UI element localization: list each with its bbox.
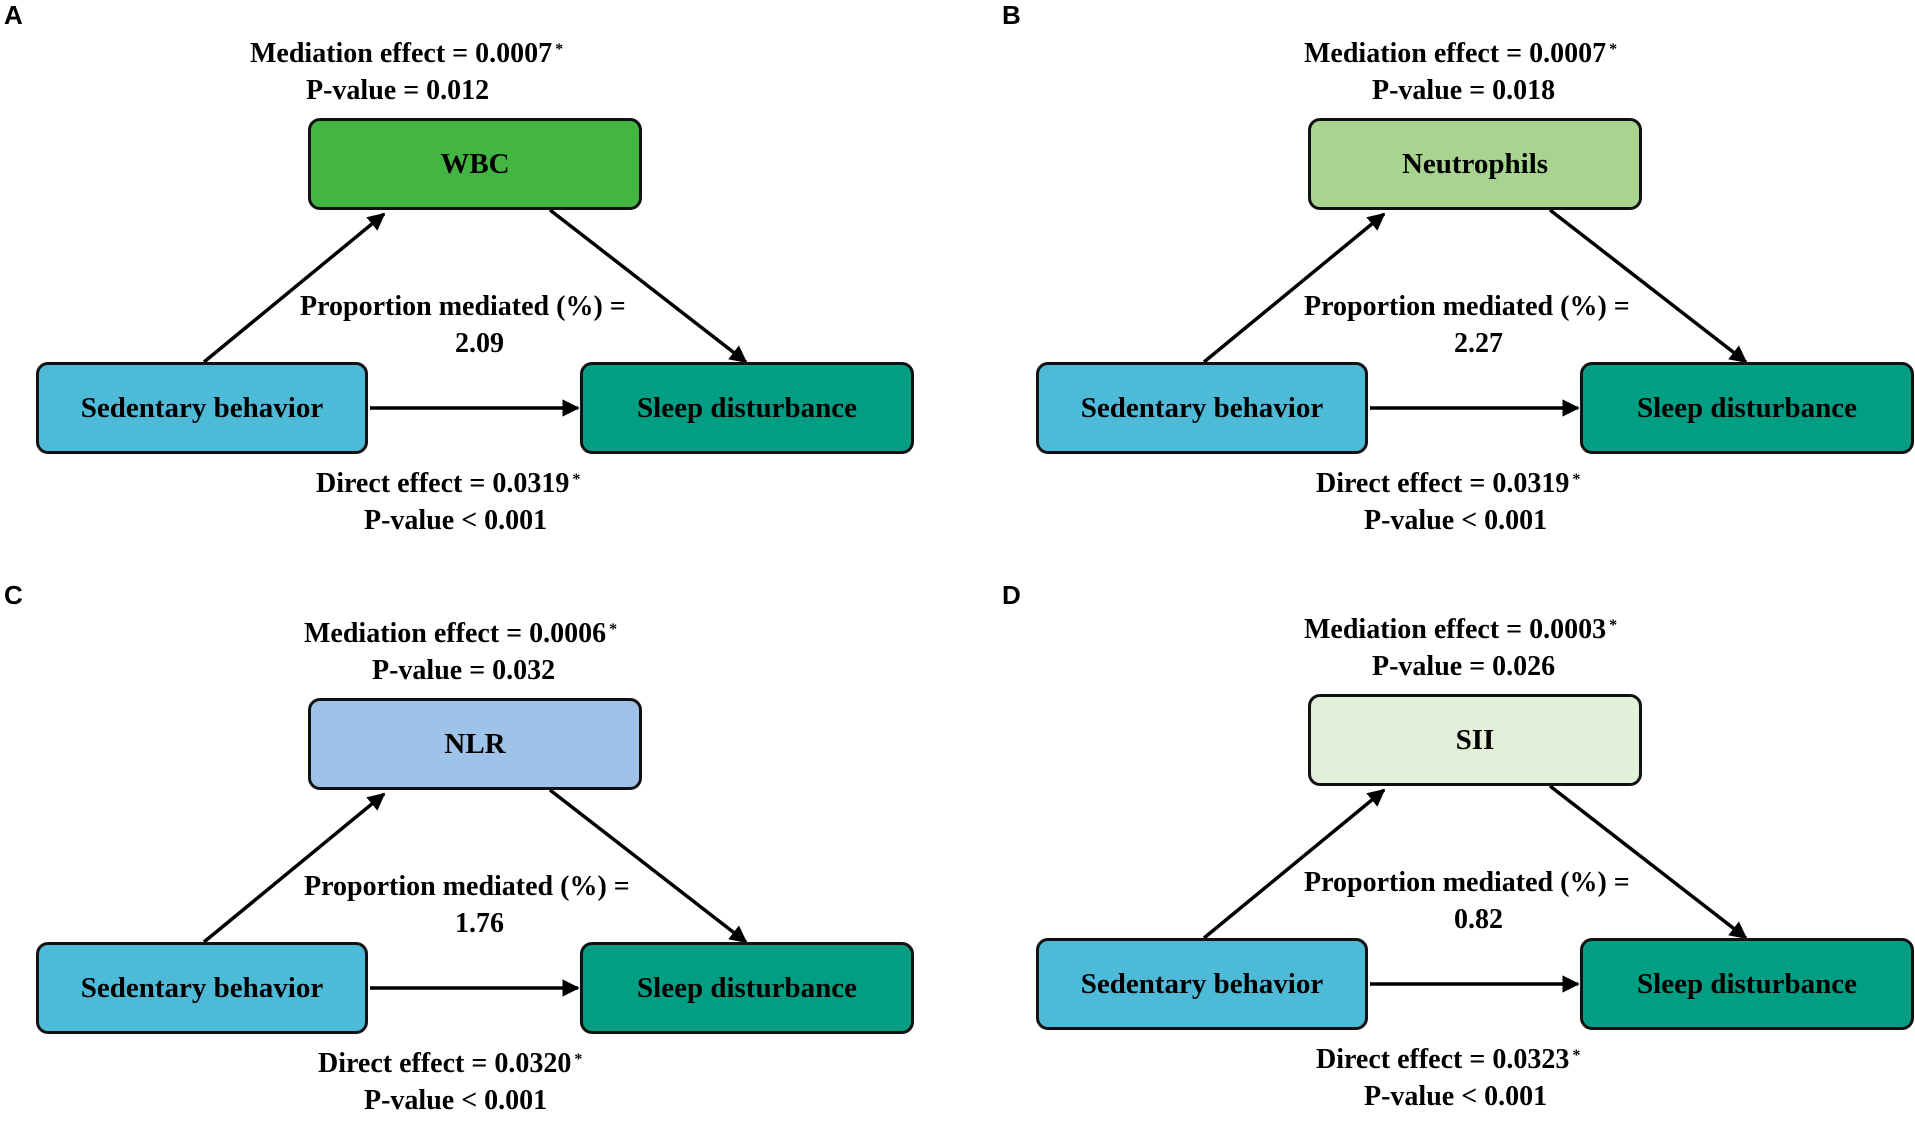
mediation-effect: Mediation effect = 0.0006* bbox=[304, 618, 618, 649]
mediator-node: WBC bbox=[308, 118, 642, 210]
panel-label: D bbox=[1002, 580, 1021, 610]
proportion-label: Proportion mediated (%) = bbox=[1304, 291, 1630, 322]
panel-a: A Mediation effect = 0.0007* P-value = 0… bbox=[0, 0, 960, 560]
mediation-effect: Mediation effect = 0.0003* bbox=[1304, 614, 1618, 645]
sleep-disturbance-node: Sleep disturbance bbox=[1580, 362, 1914, 454]
mediator-node: NLR bbox=[308, 698, 642, 790]
mediation-p-value: P-value = 0.032 bbox=[372, 655, 556, 686]
panel-c: C Mediation effect = 0.0006* P-value = 0… bbox=[0, 580, 960, 1140]
direct-effect: Direct effect = 0.0320* bbox=[318, 1048, 583, 1079]
sleep-disturbance-node: Sleep disturbance bbox=[580, 362, 914, 454]
mediation-p-value: P-value = 0.018 bbox=[1372, 75, 1556, 106]
proportion-label: Proportion mediated (%) = bbox=[300, 291, 626, 322]
proportion-label: Proportion mediated (%) = bbox=[304, 871, 630, 902]
panel-label: C bbox=[4, 580, 23, 610]
proportion-value: 2.27 bbox=[1454, 328, 1503, 359]
sedentary-behavior-node: Sedentary behavior bbox=[36, 362, 368, 454]
proportion-value: 0.82 bbox=[1454, 904, 1503, 935]
proportion-value: 1.76 bbox=[455, 908, 504, 939]
arrows bbox=[1202, 208, 1748, 417]
mediation-effect: Mediation effect = 0.0007* bbox=[250, 38, 564, 69]
direct-p-value: P-value < 0.001 bbox=[364, 505, 548, 536]
direct-effect: Direct effect = 0.0319* bbox=[1316, 468, 1581, 499]
panel-d: D Mediation effect = 0.0003* P-value = 0… bbox=[998, 580, 1915, 1140]
proportion-label: Proportion mediated (%) = bbox=[1304, 867, 1630, 898]
sedentary-behavior-node: Sedentary behavior bbox=[1036, 362, 1368, 454]
sleep-disturbance-node: Sleep disturbance bbox=[1580, 938, 1914, 1030]
arrow-to-mediator bbox=[202, 792, 386, 944]
sedentary-behavior-node: Sedentary behavior bbox=[36, 942, 368, 1034]
arrow-to-outcome bbox=[1548, 784, 1748, 940]
arrows bbox=[202, 208, 748, 417]
direct-p-value: P-value < 0.001 bbox=[364, 1085, 548, 1116]
arrows bbox=[1202, 784, 1748, 993]
arrows bbox=[202, 788, 748, 997]
sleep-disturbance-node: Sleep disturbance bbox=[580, 942, 914, 1034]
proportion-value: 2.09 bbox=[455, 328, 504, 359]
sedentary-behavior-node: Sedentary behavior bbox=[1036, 938, 1368, 1030]
direct-p-value: P-value < 0.001 bbox=[1364, 505, 1548, 536]
direct-effect: Direct effect = 0.0323* bbox=[1316, 1044, 1581, 1075]
arrow-to-outcome bbox=[1548, 208, 1748, 364]
mediation-p-value: P-value = 0.012 bbox=[306, 75, 490, 106]
panel-b: B Mediation effect = 0.0007* P-value = 0… bbox=[998, 0, 1915, 560]
mediator-node: SII bbox=[1308, 694, 1642, 786]
arrow-to-mediator bbox=[1202, 788, 1386, 940]
panel-label: B bbox=[1002, 0, 1021, 30]
mediation-p-value: P-value = 0.026 bbox=[1372, 651, 1556, 682]
direct-effect: Direct effect = 0.0319* bbox=[316, 468, 581, 499]
arrow-to-mediator bbox=[202, 212, 386, 364]
panel-label: A bbox=[4, 0, 23, 30]
mediation-effect: Mediation effect = 0.0007* bbox=[1304, 38, 1618, 69]
mediator-node: Neutrophils bbox=[1308, 118, 1642, 210]
arrow-to-outcome bbox=[548, 208, 748, 364]
arrow-to-outcome bbox=[548, 788, 748, 944]
direct-p-value: P-value < 0.001 bbox=[1364, 1081, 1548, 1112]
arrow-to-mediator bbox=[1202, 212, 1386, 364]
